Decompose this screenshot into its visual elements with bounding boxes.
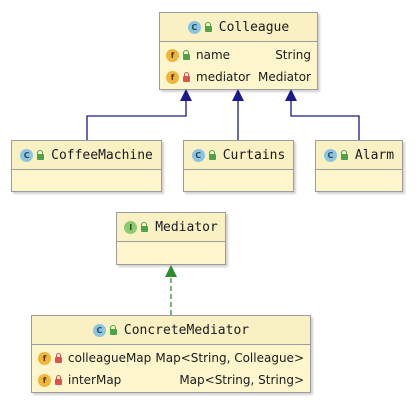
arrowhead-alarm: [285, 89, 297, 101]
class-concretemediator[interactable]: C ConcreteMediator f colleagueMap Map<St…: [31, 315, 311, 393]
field-row[interactable]: f interMap Map<String, String>: [32, 369, 310, 391]
public-visibility-icon: [340, 150, 349, 160]
class-icon: C: [191, 148, 205, 162]
class-name: CoffeeMachine: [51, 147, 153, 163]
field-list: f colleagueMap Map<String, Colleague> f …: [32, 345, 310, 393]
field-name: interMap: [68, 373, 122, 387]
class-header: C ConcreteMediator: [32, 316, 310, 345]
interface-icon: I: [124, 220, 138, 234]
class-icon: C: [187, 20, 201, 34]
private-lock-icon: [54, 375, 63, 385]
class-header: C Curtains: [184, 141, 293, 170]
class-icon: C: [92, 323, 106, 337]
field-type: Map<String, Colleague>: [155, 351, 304, 365]
arrowhead-curtains: [232, 89, 244, 101]
field-icon: f: [166, 48, 179, 62]
private-lock-icon: [182, 72, 191, 82]
empty-field-section: [316, 170, 402, 190]
class-icon: C: [323, 148, 337, 162]
empty-field-section: [12, 170, 161, 190]
field-type: Mediator: [257, 70, 311, 84]
arrowhead-coffeemachine: [180, 89, 192, 101]
class-colleague[interactable]: C Colleague f name String f mediator Med…: [159, 12, 318, 90]
class-coffeemachine[interactable]: C CoffeeMachine: [11, 140, 162, 192]
class-name: ConcreteMediator: [123, 322, 250, 338]
public-visibility-icon: [36, 150, 45, 160]
field-name: mediator: [196, 70, 251, 84]
class-name: Colleague: [218, 19, 290, 35]
field-row[interactable]: f colleagueMap Map<String, Colleague>: [32, 347, 310, 369]
empty-field-section: [184, 170, 293, 190]
class-header: I Mediator: [117, 213, 225, 242]
public-visibility-icon: [208, 150, 217, 160]
class-name: Curtains: [222, 147, 286, 163]
public-visibility-icon: [140, 222, 149, 232]
class-header: C Alarm: [316, 141, 402, 170]
field-name: name: [196, 48, 231, 62]
field-icon: f: [38, 351, 51, 365]
class-curtains[interactable]: C Curtains: [183, 140, 294, 192]
field-name: colleagueMap: [68, 351, 152, 365]
edge-alarm-colleague: [290, 100, 360, 140]
class-alarm[interactable]: C Alarm: [315, 140, 403, 192]
public-visibility-icon: [204, 22, 213, 32]
public-visibility-icon: [109, 325, 118, 335]
arrowhead-realization: [165, 265, 177, 277]
field-list: f name String f mediator Mediator: [160, 42, 317, 90]
field-type: Map<String, String>: [179, 373, 304, 387]
private-lock-icon: [54, 353, 63, 363]
edge-coffeemachine-colleague: [86, 100, 187, 140]
class-icon: C: [20, 148, 34, 162]
class-header: C CoffeeMachine: [12, 141, 161, 170]
class-name: Alarm: [354, 147, 395, 163]
interface-mediator[interactable]: I Mediator: [116, 212, 226, 265]
public-visibility-icon: [182, 50, 191, 60]
empty-field-section: [117, 242, 225, 262]
field-icon: f: [38, 373, 51, 387]
field-row[interactable]: f mediator Mediator: [160, 66, 317, 88]
field-icon: f: [166, 70, 179, 84]
class-name: Mediator: [155, 219, 218, 235]
class-header: C Colleague: [160, 13, 317, 42]
field-row[interactable]: f name String: [160, 44, 317, 66]
field-type: String: [275, 48, 311, 62]
